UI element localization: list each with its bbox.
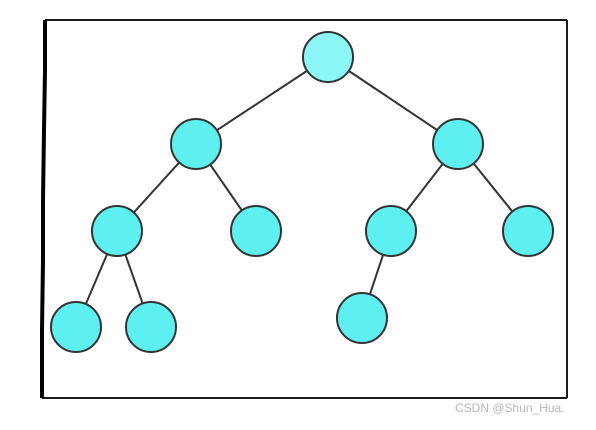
nodes-layer xyxy=(50,31,554,353)
tree-node-n8 xyxy=(50,301,102,353)
tree-node-n10 xyxy=(336,292,388,344)
frame-left xyxy=(40,20,47,398)
tree-node-n5 xyxy=(230,205,282,257)
tree-node-n7 xyxy=(502,205,554,257)
edges-layer xyxy=(75,56,529,328)
tree-node-n1 xyxy=(302,31,354,83)
tree-node-n3 xyxy=(432,118,484,170)
tree-node-n6 xyxy=(365,205,417,257)
frame-border xyxy=(40,19,568,399)
tree-node-n2 xyxy=(170,118,222,170)
tree-node-n9 xyxy=(125,301,177,353)
edge-n1-n2 xyxy=(195,56,329,145)
edge-n1-n3 xyxy=(327,56,459,145)
tree-node-n4 xyxy=(91,205,143,257)
watermark-text: CSDN @Shun_Hua. xyxy=(455,401,565,415)
